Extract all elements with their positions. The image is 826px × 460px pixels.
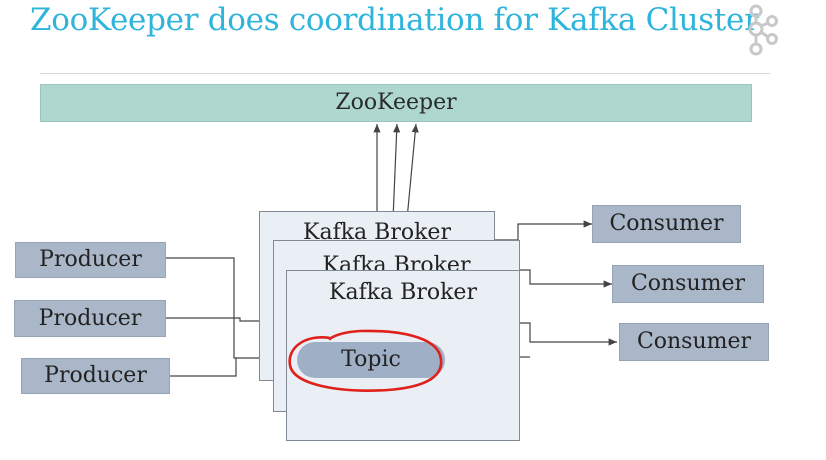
consumer-box-3: Consumer <box>619 323 769 361</box>
kafka-logo-icon <box>748 4 778 56</box>
title-divider <box>40 73 770 74</box>
consumer-box-1: Consumer <box>592 205 741 243</box>
producer-box-1: Producer <box>15 242 166 278</box>
slide-title: ZooKeeper does coordination for Kafka Cl… <box>30 2 759 38</box>
consumer-box-2: Consumer <box>612 265 764 303</box>
zookeeper-bar: ZooKeeper <box>40 84 752 122</box>
producer-box-3: Producer <box>21 358 170 394</box>
producer-box-2: Producer <box>14 300 166 337</box>
broker-label: Kafka Broker <box>329 280 477 305</box>
topic-pill: Topic <box>297 342 445 378</box>
